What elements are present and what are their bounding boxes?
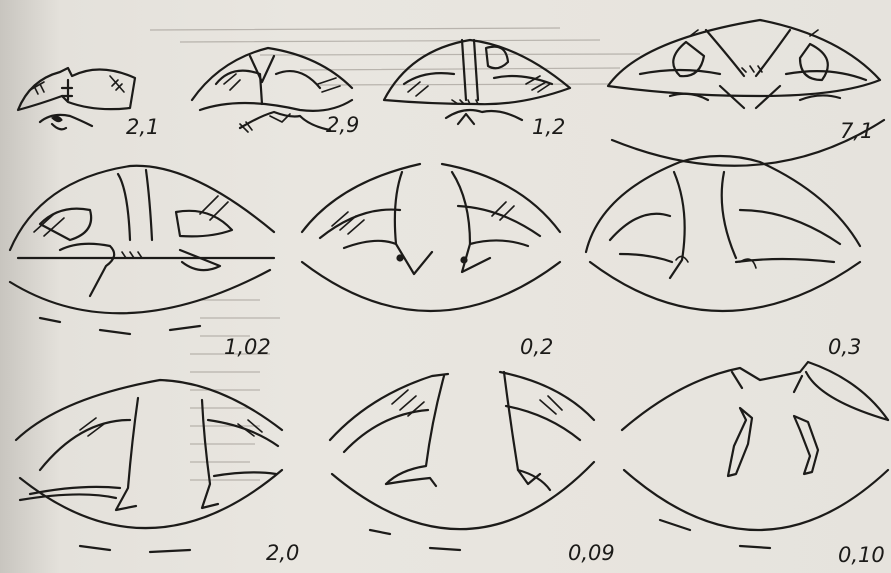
panel-8-label: 2,0 xyxy=(266,541,299,565)
sketch-panel-8: 2,0 xyxy=(16,380,299,565)
sketch-panel-2: 2,9 xyxy=(192,48,359,137)
sketch-panel-1: 2,1 xyxy=(18,68,159,139)
sketch-panel-5: 1,02 xyxy=(10,166,274,359)
panel-9-label: 0,09 xyxy=(568,541,615,565)
sketch-panel-4: 7,1 xyxy=(608,20,884,166)
bleed-through-text xyxy=(150,28,640,480)
panel-6-label: 0,2 xyxy=(520,335,553,359)
sketch-panel-9: 0,09 xyxy=(330,372,615,565)
panel-4-label: 7,1 xyxy=(840,119,873,143)
panel-5-label: 1,02 xyxy=(224,335,271,359)
panel-2-label: 2,9 xyxy=(326,113,359,137)
panel-10-label: 0,10 xyxy=(838,543,885,567)
panel-3-label: 1,2 xyxy=(532,115,565,139)
panel-1-label: 2,1 xyxy=(126,115,159,139)
sketch-panel-10: 0,10 xyxy=(622,362,888,567)
sketch-panel-6: 0,2 xyxy=(302,164,560,359)
panel-7-label: 0,3 xyxy=(828,335,861,359)
sketch-panel-7: 0,3 xyxy=(586,156,861,359)
